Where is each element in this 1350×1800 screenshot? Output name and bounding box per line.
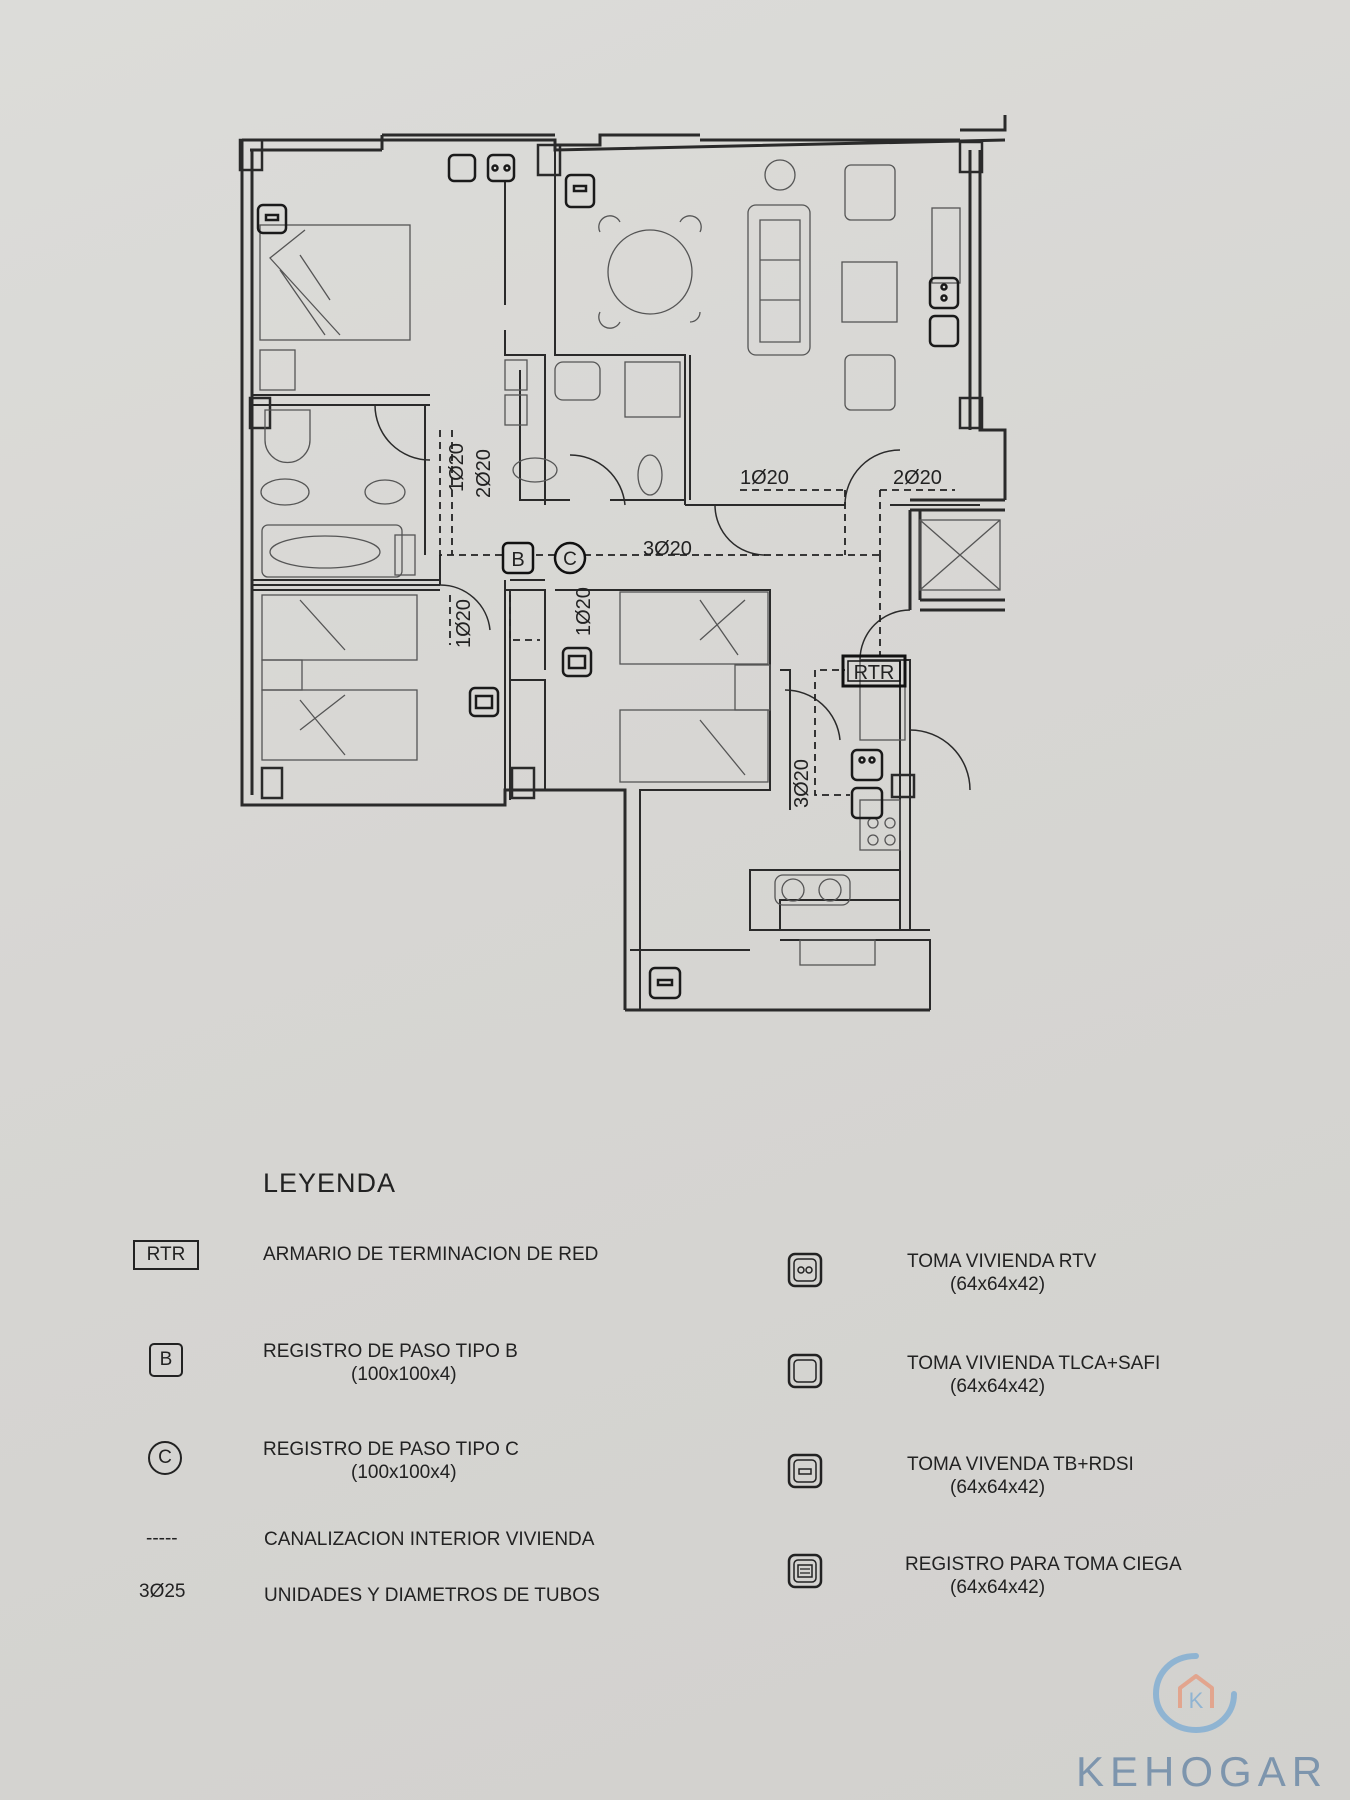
legend-label: CANALIZACION INTERIOR VIVIENDA xyxy=(264,1529,595,1550)
plan-outlets xyxy=(256,153,960,1000)
legend-size: (64x64x42) xyxy=(950,1376,1046,1397)
legend-row-tubes: UNIDADES Y DIAMETROS DE TUBOS xyxy=(264,1584,600,1607)
pipe-label: 2Ø20 xyxy=(893,467,942,489)
legend-row-c: REGISTRO DE PASO TIPO C (100x100x4) xyxy=(263,1438,519,1484)
legend-size: (64x64x42) xyxy=(950,1477,1046,1498)
registro-b-symbol-text: B xyxy=(159,1349,173,1370)
pipe-label: 1Ø20 xyxy=(573,587,595,636)
floor-plan: RTR B C 1Ø20 2Ø20 1Ø20 2Ø20 3Ø20 1Ø20 1Ø… xyxy=(238,115,1007,1012)
legend-row-conduit: CANALIZACION INTERIOR VIVIENDA xyxy=(264,1528,594,1551)
interior-walls xyxy=(252,150,980,1010)
tb-rdsi-outlet-icon xyxy=(256,203,288,235)
door-swings xyxy=(374,404,971,791)
blind-outlet-icon xyxy=(468,686,500,718)
legend-label: TOMA VIVENDA TB+RDSI xyxy=(907,1454,1134,1475)
tb-rdsi-outlet-icon xyxy=(787,1453,823,1489)
rtv-outlet-icon xyxy=(928,276,960,310)
legend-label: ARMARIO DE TERMINACION DE RED xyxy=(263,1244,599,1265)
tb-rdsi-outlet-icon xyxy=(564,173,596,209)
furniture xyxy=(259,159,1001,966)
legend-row-rtv: TOMA VIVIENDA RTV (64x64x42) xyxy=(907,1250,1096,1296)
kehogar-brand-name: KEHOGAR xyxy=(1076,1748,1329,1795)
registro-c: C xyxy=(553,541,587,575)
registro-c-symbol: C xyxy=(148,1441,182,1475)
rtr-label: RTR xyxy=(854,662,895,684)
legend-row-blind: REGISTRO PARA TOMA CIEGA (64x64x42) xyxy=(905,1553,1182,1599)
legend-label: REGISTRO PARA TOMA CIEGA xyxy=(905,1554,1182,1575)
tlca-safi-outlet-icon xyxy=(928,314,960,348)
registro-b-label: B xyxy=(511,549,524,571)
legend-row-tlca: TOMA VIVIENDA TLCA+SAFI (64x64x42) xyxy=(907,1352,1160,1398)
rtv-outlet-icon xyxy=(787,1252,823,1288)
tlca-safi-outlet-icon xyxy=(850,786,884,820)
legend-row-b: REGISTRO DE PASO TIPO B (100x100x4) xyxy=(263,1340,518,1386)
legend-label: REGISTRO DE PASO TIPO B xyxy=(263,1341,518,1362)
legend-size: (100x100x4) xyxy=(351,1462,457,1483)
pipe-label: 2Ø20 xyxy=(473,449,495,498)
legend-size: (100x100x4) xyxy=(351,1364,457,1385)
registro-c-label: C xyxy=(563,549,577,570)
tlca-safi-outlet-icon xyxy=(447,153,477,183)
dashed-line-symbol: ----- xyxy=(146,1528,178,1549)
rtr-symbol-text: RTR xyxy=(146,1244,186,1265)
pipe-labels: 1Ø20 2Ø20 1Ø20 2Ø20 3Ø20 1Ø20 1Ø20 3Ø20 xyxy=(446,443,942,808)
legend-size: (64x64x42) xyxy=(950,1274,1046,1295)
legend-size: (64x64x42) xyxy=(950,1577,1046,1598)
structural-columns xyxy=(238,138,984,800)
legend-label: TOMA VIVIENDA RTV xyxy=(907,1251,1097,1272)
rtr-cabinet: RTR xyxy=(841,654,907,688)
legend-row-tb: TOMA VIVENDA TB+RDSI (64x64x42) xyxy=(907,1453,1134,1499)
interior-conduits xyxy=(439,430,955,796)
registro-b-symbol: B xyxy=(149,1343,183,1377)
kehogar-logo-icon: K xyxy=(1152,1653,1237,1734)
kehogar-watermark: K KEHOGAR xyxy=(1076,1646,1329,1796)
kehogar-logo-letter: K xyxy=(1189,1688,1204,1713)
pipe-label: 3Ø20 xyxy=(791,759,813,808)
pipe-label: 3Ø20 xyxy=(643,538,692,560)
pipe-label: 1Ø20 xyxy=(740,467,789,489)
pipe-label: 1Ø20 xyxy=(446,443,468,492)
legend-label: REGISTRO DE PASO TIPO C xyxy=(263,1439,519,1460)
tlca-safi-outlet-icon xyxy=(787,1353,823,1389)
blind-outlet-icon xyxy=(787,1553,823,1589)
rtr-symbol: RTR xyxy=(133,1240,199,1270)
pipe-label: 1Ø20 xyxy=(453,599,475,648)
tube-diameter-symbol: 3Ø25 xyxy=(139,1581,186,1602)
legend-label: UNIDADES Y DIAMETROS DE TUBOS xyxy=(264,1585,600,1606)
tb-rdsi-outlet-icon xyxy=(648,966,682,1000)
exterior-walls xyxy=(240,115,1007,1012)
rtv-outlet-icon xyxy=(486,153,516,183)
legend-title: LEYENDA xyxy=(263,1168,397,1198)
rtv-outlet-icon xyxy=(850,748,884,782)
blind-outlet-icon xyxy=(561,646,593,678)
legend-label: TOMA VIVIENDA TLCA+SAFI xyxy=(907,1353,1161,1374)
registro-c-symbol-text: C xyxy=(158,1447,172,1468)
legend-row-rtr: ARMARIO DE TERMINACION DE RED xyxy=(263,1243,598,1266)
registro-b: B xyxy=(501,541,535,575)
